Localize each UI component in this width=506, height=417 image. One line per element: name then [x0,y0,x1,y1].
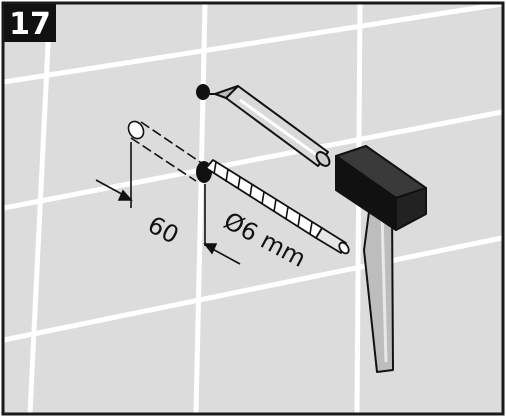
marker-pen-icon [209,85,331,167]
drill-bit-icon [205,159,350,255]
wall-plug-icon [127,120,207,182]
tiled-wall [3,1,503,414]
step-badge: 17 [4,4,56,42]
depth-dimension [95,142,241,265]
hammer-icon [335,145,427,373]
step-number: 17 [9,7,51,42]
marking-point [196,84,210,100]
